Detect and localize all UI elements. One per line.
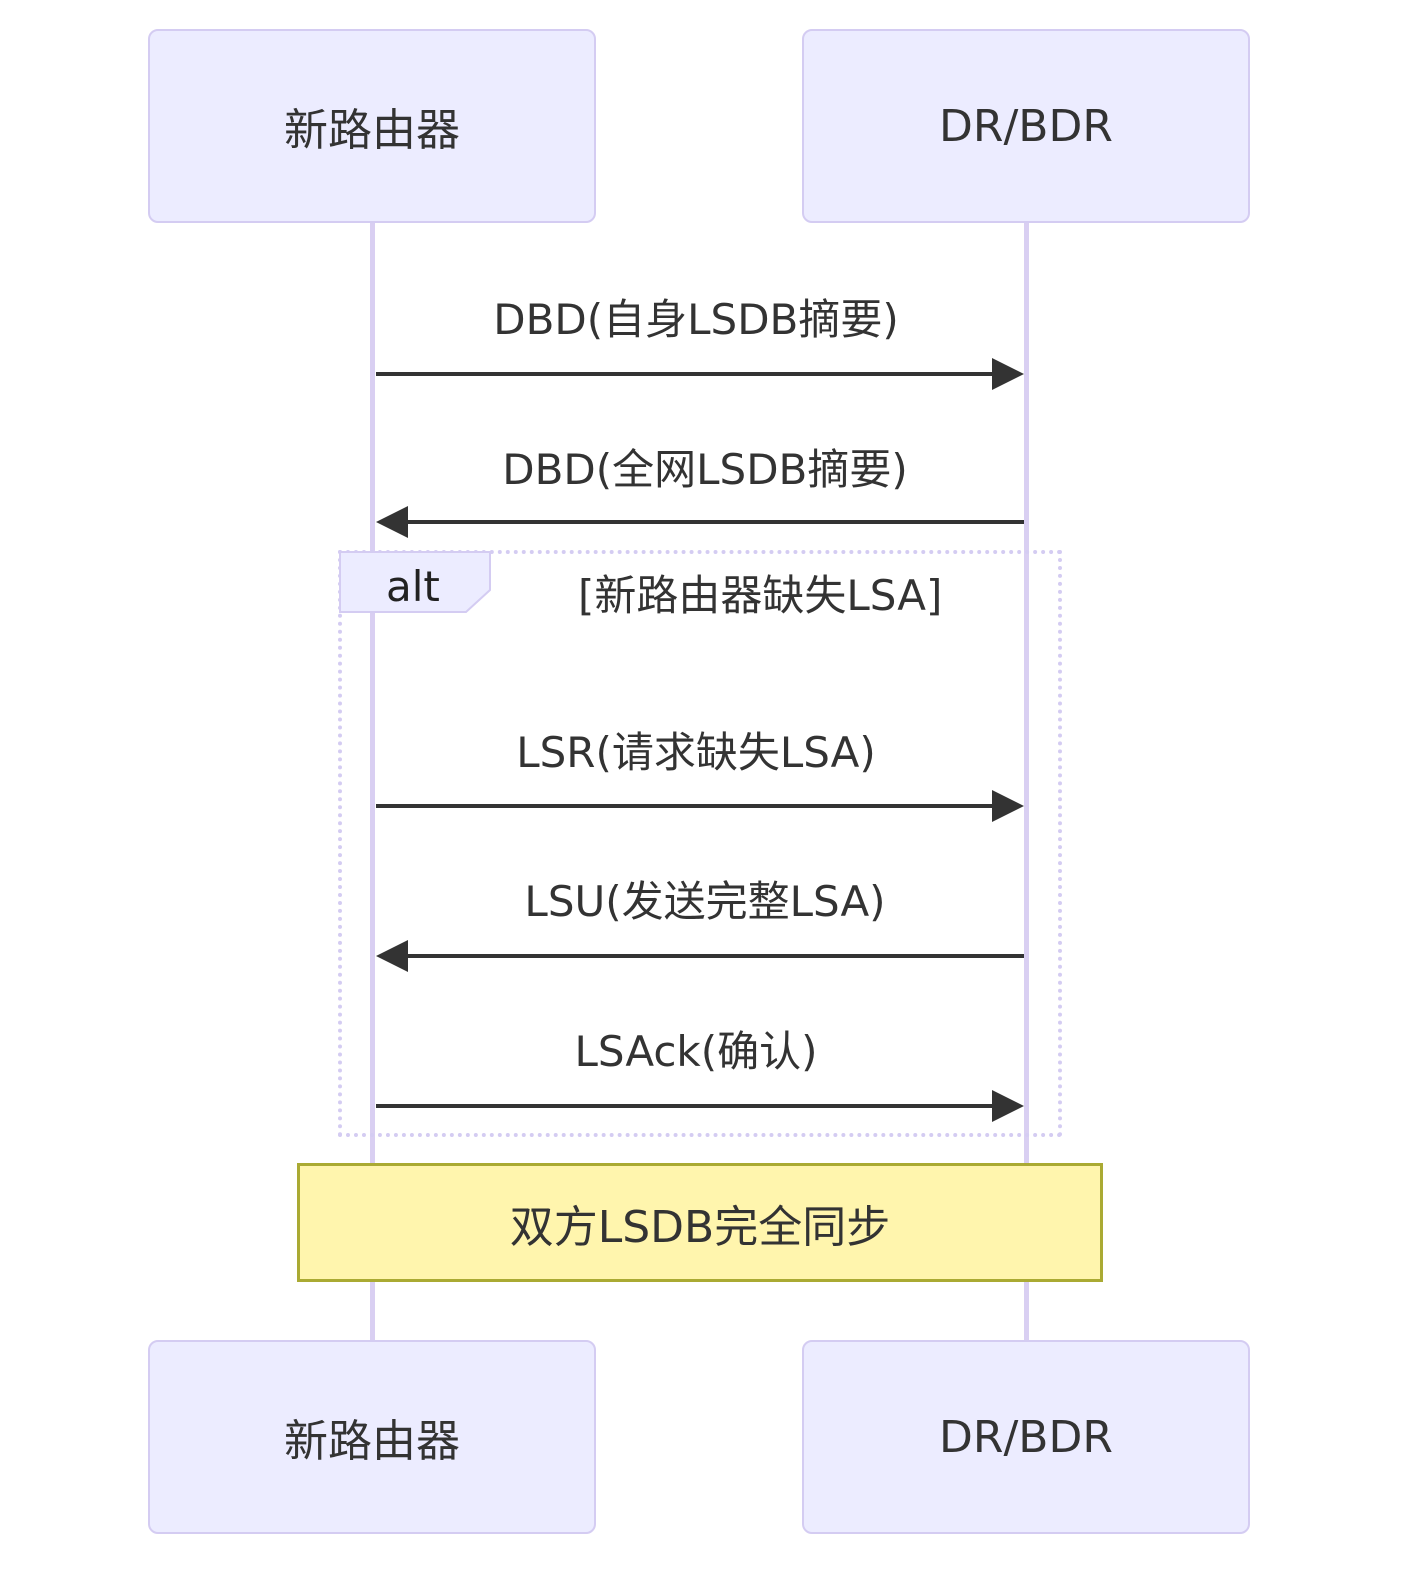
message-label-2: DBD(全网LSDB摘要) xyxy=(502,445,908,494)
message-line-2 xyxy=(404,520,1024,524)
message-label-3: LSR(请求缺失LSA) xyxy=(516,728,876,777)
lifeline-dr-bdr xyxy=(1024,222,1029,1344)
alt-label-tab xyxy=(339,551,491,613)
arrowhead-msg-4 xyxy=(376,940,408,972)
actor-label: DR/BDR xyxy=(939,1411,1113,1463)
message-line-4 xyxy=(404,954,1024,958)
note-text: 双方LSDB完全同步 xyxy=(509,1201,891,1253)
arrowhead-msg-3 xyxy=(992,790,1024,822)
message-label-1: DBD(自身LSDB摘要) xyxy=(493,295,899,344)
note-sync: 双方LSDB完全同步 xyxy=(297,1163,1103,1282)
actor-new-router-bottom: 新路由器 xyxy=(148,1340,596,1534)
message-label-4: LSU(发送完整LSA) xyxy=(524,877,886,926)
arrowhead-msg-5 xyxy=(992,1090,1024,1122)
arrowhead-msg-2 xyxy=(376,506,408,538)
actor-label: DR/BDR xyxy=(939,100,1113,152)
alt-keyword: alt xyxy=(386,562,440,611)
actor-dr-bdr-top: DR/BDR xyxy=(802,29,1250,223)
message-line-1 xyxy=(376,372,996,376)
message-line-5 xyxy=(376,1104,996,1108)
actor-label: 新路由器 xyxy=(284,105,460,156)
actor-label: 新路由器 xyxy=(284,1416,460,1467)
message-line-3 xyxy=(376,804,996,808)
lifeline-new-router xyxy=(370,222,375,1344)
arrowhead-msg-1 xyxy=(992,358,1024,390)
message-label-5: LSAck(确认) xyxy=(574,1027,818,1076)
alt-condition: [新路由器缺失LSA] xyxy=(578,571,943,620)
alt-fragment xyxy=(338,550,1062,1137)
actor-dr-bdr-bottom: DR/BDR xyxy=(802,1340,1250,1534)
actor-new-router-top: 新路由器 xyxy=(148,29,596,223)
